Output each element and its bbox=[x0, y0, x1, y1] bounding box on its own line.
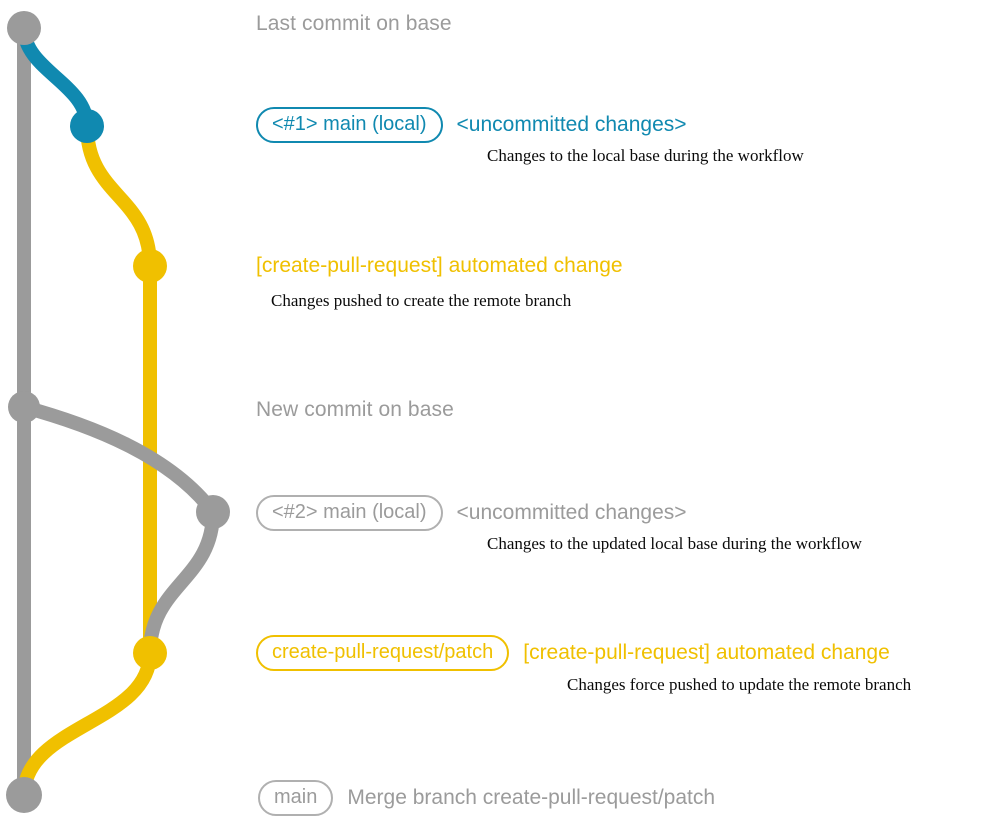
subject-local-commit-2: <uncommitted changes> bbox=[456, 501, 687, 524]
node-base-last-commit[interactable] bbox=[7, 11, 41, 45]
row-local-commit-2: <#2> main (local) <uncommitted changes> bbox=[256, 495, 687, 531]
heading-last-commit-on-base: Last commit on base bbox=[256, 12, 452, 35]
badge-main-local-1[interactable]: <#1> main (local) bbox=[256, 107, 443, 143]
node-base-new-commit[interactable] bbox=[8, 391, 40, 423]
row-automated-change-2: create-pull-request/patch [create-pull-r… bbox=[256, 635, 890, 671]
subject-automated-change-1: [create-pull-request] automated change bbox=[256, 254, 623, 277]
row-last-commit-on-base: Last commit on base bbox=[256, 12, 452, 36]
subject-merge-commit: Merge branch create-pull-request/patch bbox=[347, 786, 716, 809]
row-local-commit-1: <#1> main (local) <uncommitted changes> bbox=[256, 107, 687, 143]
badge-main[interactable]: main bbox=[258, 780, 334, 816]
caption-local-commit-1: Changes to the local base during the wor… bbox=[487, 146, 804, 165]
row-merge-commit: main Merge branch create-pull-request/pa… bbox=[258, 780, 715, 816]
badge-create-pull-request-patch[interactable]: create-pull-request/patch bbox=[256, 635, 510, 671]
node-merge-commit[interactable] bbox=[6, 777, 42, 813]
edge-local-1-to-patch-1 bbox=[80, 119, 157, 273]
caption-local-commit-2: Changes to the updated local base during… bbox=[487, 534, 862, 553]
node-patch-commit-2[interactable] bbox=[133, 636, 167, 670]
node-local-commit-2[interactable] bbox=[196, 495, 230, 529]
subject-local-commit-1: <uncommitted changes> bbox=[456, 113, 687, 136]
badge-main-local-2[interactable]: <#2> main (local) bbox=[256, 495, 443, 531]
heading-new-commit-on-base: New commit on base bbox=[256, 398, 454, 421]
edge-local-2-to-patch-2 bbox=[143, 505, 220, 660]
caption-automated-change-1: Changes pushed to create the remote bran… bbox=[271, 291, 572, 310]
edge-base-to-local-2 bbox=[17, 400, 220, 519]
node-patch-commit-1[interactable] bbox=[133, 249, 167, 283]
caption-automated-change-2: Changes force pushed to update the remot… bbox=[567, 675, 912, 694]
row-new-commit-on-base: New commit on base bbox=[256, 398, 454, 422]
row-automated-change-1: [create-pull-request] automated change bbox=[256, 254, 623, 278]
node-local-commit-1[interactable] bbox=[70, 109, 104, 143]
edge-patch-2-to-merge bbox=[17, 646, 157, 802]
subject-automated-change-2: [create-pull-request] automated change bbox=[523, 641, 890, 664]
